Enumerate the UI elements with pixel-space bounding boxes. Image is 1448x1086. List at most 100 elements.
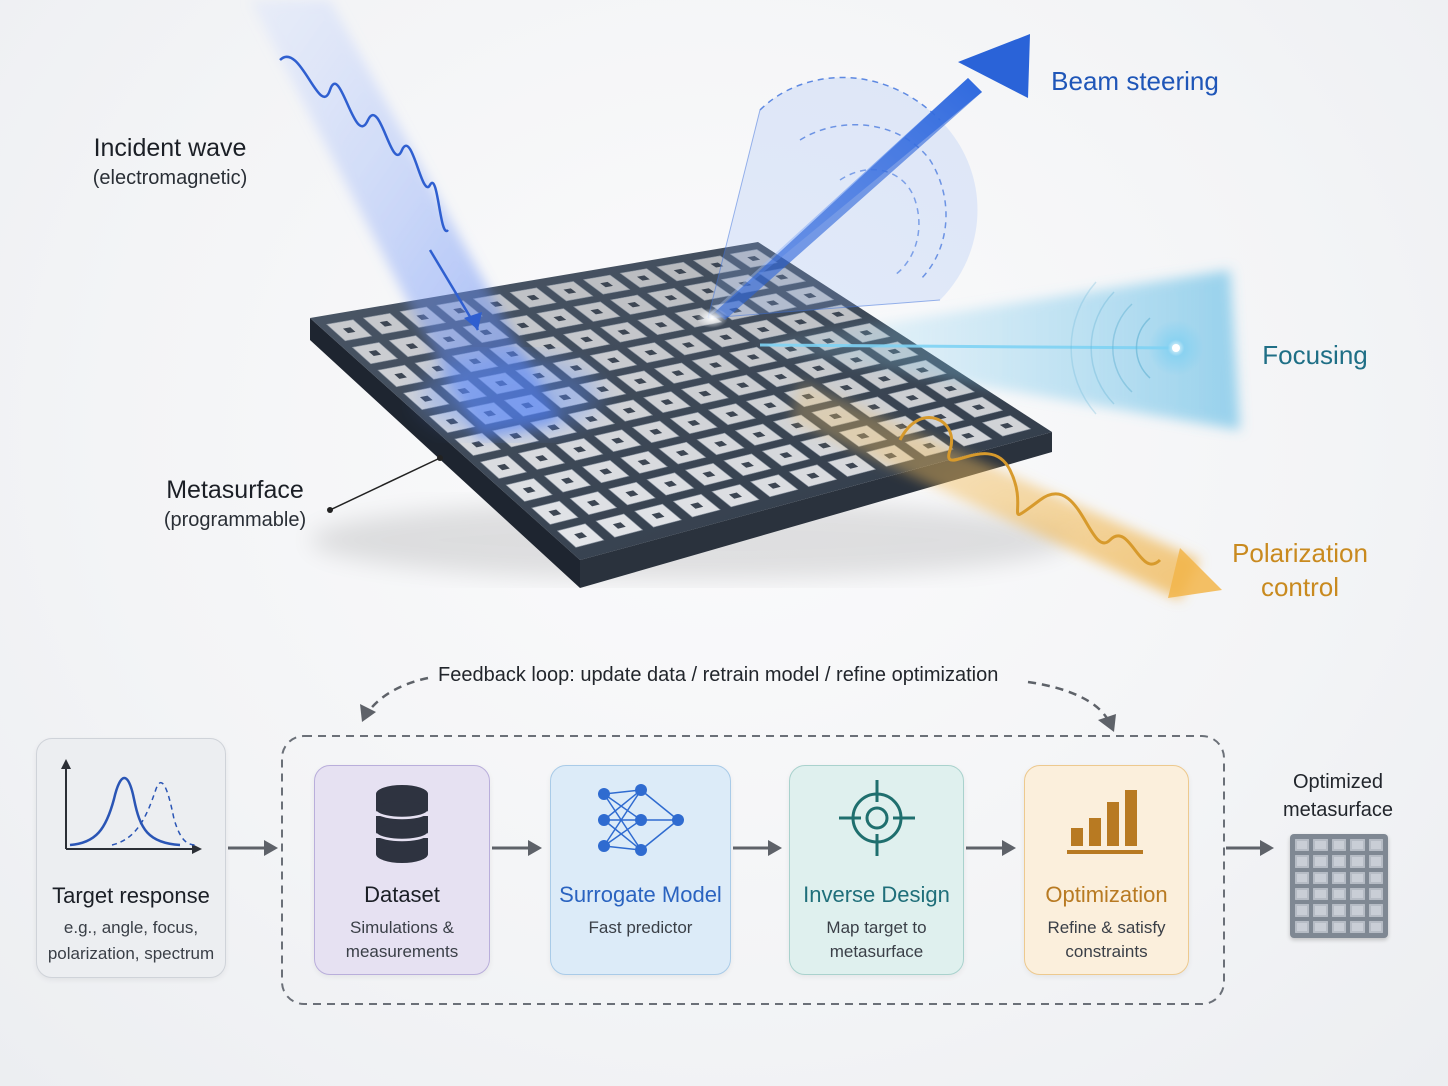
unit-cell-resonator [877, 376, 891, 382]
focus-beam [760, 270, 1240, 430]
incident-wave-subtitle: (electromagnetic) [92, 167, 248, 189]
polarization-wave-line [898, 416, 1162, 566]
unit-cell-resonator [663, 480, 677, 488]
unit-cell-resonator [763, 402, 777, 409]
unit-cell-resonator [654, 322, 668, 328]
unit-cell-resonator [779, 452, 793, 459]
feedback-arrow-left [360, 704, 376, 722]
unit-cell-resonator [839, 384, 853, 391]
beam-arrow-head [958, 34, 1030, 98]
thumbnail-cell [1368, 839, 1383, 852]
unit-cell-resonator [701, 288, 715, 294]
unit-cell-resonator [728, 492, 742, 499]
unit-cell-resonator [790, 422, 804, 429]
unit-cell-resonator [673, 268, 687, 275]
dataset-card[interactable]: Dataset Simulations & measurements [314, 765, 490, 975]
metasurface-title: Metasurface [166, 476, 304, 504]
unit-cell-resonator [845, 462, 859, 469]
polarization-beam [790, 380, 1200, 600]
unit-cell-resonator [622, 407, 636, 414]
thumbnail-cell [1331, 855, 1347, 868]
inverse-design-title: Inverse Design [803, 882, 950, 907]
focusing-label: Focusing [1262, 340, 1368, 370]
unit-cell-resonator [752, 431, 766, 438]
unit-cell-resonator [637, 459, 651, 466]
feedback-enclosure [281, 735, 1225, 1005]
thumbnail-cell [1368, 904, 1383, 917]
unit-cell-resonator [831, 311, 845, 317]
unit-cell-resonator [803, 293, 817, 299]
unit-cell-resonator [368, 350, 382, 357]
output-line2: metasurface [1282, 799, 1394, 821]
target-response-card[interactable]: Target response e.g., angle, focus, pola… [36, 738, 226, 978]
thumbnail-cell [1368, 871, 1383, 884]
pipeline-connectors [228, 676, 1274, 1005]
unit-cell-resonator [625, 490, 639, 497]
board-side-left [310, 318, 580, 588]
unit-cell-resonator [543, 343, 556, 350]
unit-cell-resonator [553, 315, 567, 322]
unit-cell-resonator [526, 294, 540, 301]
unit-cell-resonator [651, 512, 665, 519]
unit-cell-resonator [687, 419, 701, 426]
unit-cell-resonator [698, 390, 712, 397]
unit-cell-resonator [516, 322, 530, 329]
incident-wave-line [279, 55, 449, 233]
unit-cell-resonator [644, 349, 658, 356]
unit-cell-resonator [725, 411, 739, 418]
thumbnail-cell [1313, 871, 1328, 884]
polarization-line2: control [1260, 572, 1340, 602]
unit-cell-resonator [961, 432, 975, 439]
thumbnail-cell [1331, 871, 1347, 884]
unit-cell-resonator [612, 522, 626, 529]
thumbnail-cell [1313, 920, 1328, 933]
unit-cell-resonator [971, 404, 986, 411]
unit-cell-resonator [600, 281, 614, 288]
inverse-design-card[interactable]: Inverse Design Map target to metasurface [789, 765, 964, 975]
unit-cell-resonator [405, 343, 419, 350]
optimization-title: Optimization [1045, 882, 1168, 907]
unit-cell-resonator [561, 477, 574, 484]
unit-cell-resonator [766, 300, 780, 306]
thumbnail-cell [1368, 855, 1383, 868]
unit-cell-resonator [522, 486, 536, 494]
unit-cell-resonator [342, 327, 356, 334]
unit-cell-resonator [746, 354, 760, 360]
optimized-metasurface-label: Optimized metasurface [1278, 768, 1398, 824]
unit-cell-resonator [794, 319, 808, 325]
metasurface-subtitle: (programmable) [163, 509, 307, 531]
unit-cell-resonator [719, 334, 733, 341]
unit-cell-resonator [806, 472, 820, 479]
unit-cell-resonator [535, 455, 548, 462]
unit-cell-resonator [736, 382, 750, 389]
thumbnail-cell [1331, 904, 1347, 917]
surrogate-model-card[interactable]: Surrogate Model Fast predictor [550, 765, 731, 975]
polarization-arrow-head [1168, 548, 1222, 598]
thumbnail-cell [1331, 887, 1347, 901]
thumbnail-cell [1295, 871, 1310, 884]
thumbnail-cell [1331, 920, 1347, 933]
thumbnail-cell [1368, 887, 1383, 901]
incident-wave-label: Incident wave (electromagnetic) [70, 134, 270, 190]
unit-cell-resonator [586, 499, 600, 507]
thumbnail-cell [1295, 839, 1310, 852]
unit-cell-resonator [394, 372, 407, 379]
feedback-arrow-right [1098, 714, 1116, 732]
optimization-card[interactable]: Optimization Refine & satisfy constraint… [1024, 765, 1189, 975]
unit-cell-resonator [497, 463, 510, 471]
unit-cell-resonator [607, 357, 620, 364]
unit-cell-resonator [573, 446, 587, 453]
unit-cell-resonator [611, 437, 625, 444]
unit-cell-resonator [627, 301, 641, 308]
metasurface-scene: Incident wave (electromagnetic) Metasurf… [70, 0, 1380, 604]
polarization-control-label: Polarization control [1220, 536, 1380, 604]
thumbnail-cell [1350, 855, 1365, 868]
scene-illustration [250, 0, 1240, 600]
unit-cell-resonator [633, 378, 647, 385]
unit-cell-resonator [756, 326, 770, 333]
thumbnail-cell [1295, 855, 1310, 868]
unit-cell-resonator [867, 404, 881, 410]
thumbnail-cell [1313, 839, 1328, 852]
thumbnail-cell [1295, 887, 1310, 901]
unit-cell-resonator [590, 308, 604, 315]
